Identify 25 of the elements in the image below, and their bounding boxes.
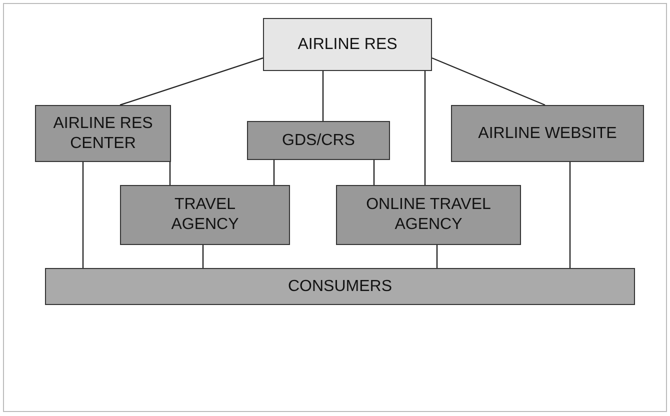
process-box	[45, 268, 635, 305]
box-label: AIRLINE RES CENTER	[52, 114, 154, 154]
connector-line	[373, 160, 375, 185]
process-box	[336, 185, 521, 245]
box-label: TRAVEL AGENCY	[170, 195, 240, 235]
connector-line	[202, 245, 204, 268]
connector-line	[569, 162, 571, 268]
box-label: AIRLINE WEBSITE	[478, 124, 617, 144]
connector-line	[424, 71, 426, 185]
process-box	[263, 18, 432, 71]
connector-line	[82, 162, 84, 268]
connector-line	[273, 160, 275, 185]
connector-line	[436, 245, 438, 268]
connector-line	[432, 57, 546, 106]
box-label: ONLINE TRAVEL AGENCY	[365, 195, 492, 235]
connector-line	[120, 57, 264, 106]
box-label: GDS/CRS	[282, 130, 355, 150]
connector-line	[169, 162, 171, 185]
box-label: CONSUMERS	[288, 276, 392, 296]
process-box	[120, 185, 290, 245]
process-box	[451, 105, 644, 162]
box-label: AIRLINE RES	[298, 34, 398, 54]
connector-line	[322, 71, 324, 121]
process-box	[247, 121, 390, 160]
process-box	[35, 105, 171, 162]
